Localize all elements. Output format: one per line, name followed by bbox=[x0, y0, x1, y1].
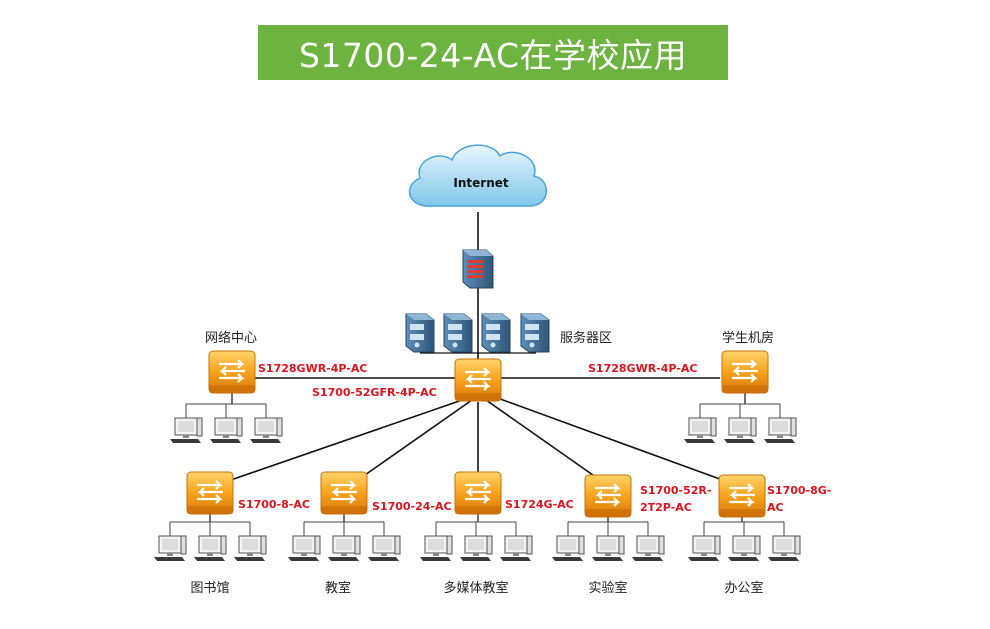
switch-label-office-line1: S1700-8G- bbox=[767, 484, 831, 497]
switch-label-network-center: S1728GWR-4P-AC bbox=[258, 362, 367, 375]
page-title: S1700-24-AC在学校应用 bbox=[298, 35, 688, 75]
switch-label-library: S1700-8-AC bbox=[238, 498, 310, 511]
studentlab-switch-icon bbox=[720, 349, 770, 395]
server-icon bbox=[520, 313, 550, 353]
internet-cloud-icon: Internet bbox=[408, 144, 548, 207]
links bbox=[209, 212, 746, 522]
library-switch-icon bbox=[185, 470, 235, 516]
zone-label-student-lab: 学生机房 bbox=[722, 330, 774, 346]
firewall-icon bbox=[462, 249, 494, 289]
classroom-pc-cluster bbox=[288, 522, 400, 561]
zone-label-classroom: 教室 bbox=[325, 580, 351, 596]
zone-label-network-center: 网络中心 bbox=[205, 330, 257, 346]
link-core-library bbox=[224, 397, 469, 483]
laboratory-switch-icon bbox=[583, 473, 633, 519]
classroom-switch-icon bbox=[319, 470, 369, 516]
netcenter-pc-cluster bbox=[170, 404, 282, 443]
zone-label-office: 办公室 bbox=[724, 580, 763, 596]
switch-label-multimedia: S1724G-AC bbox=[505, 498, 574, 511]
office-switch-icon bbox=[717, 473, 767, 519]
server-icon bbox=[443, 313, 473, 353]
switch-label-laboratory-line1: S1700-52R- bbox=[640, 484, 711, 497]
zone-label-laboratory: 实验室 bbox=[588, 580, 627, 596]
core-switch-icon bbox=[453, 357, 503, 403]
multimedia-pc-cluster bbox=[420, 522, 532, 561]
switch-label-office-line2: AC bbox=[767, 501, 784, 514]
switch-label-student-lab: S1728GWR-4P-AC bbox=[588, 362, 697, 375]
netcenter-switch-icon bbox=[207, 349, 257, 395]
switch-label-core: S1700-52GFR-4P-AC bbox=[312, 386, 437, 399]
title-banner: S1700-24-AC在学校应用 bbox=[258, 25, 728, 80]
office-pc-cluster bbox=[688, 522, 800, 561]
multimedia-switch-icon bbox=[453, 470, 503, 516]
server-icon bbox=[481, 313, 511, 353]
zone-label-library: 图书馆 bbox=[190, 581, 229, 596]
zone-label-server: 服务器区 bbox=[560, 330, 612, 346]
internet-label: Internet bbox=[453, 176, 508, 190]
link-core-classroom bbox=[354, 399, 473, 483]
switch-label-laboratory-line2: 2T2P-AC bbox=[640, 501, 692, 514]
switch-label-classroom: S1700-24-AC bbox=[372, 500, 452, 513]
link-core-laboratory bbox=[485, 399, 601, 481]
zone-label-multimedia: 多媒体教室 bbox=[443, 580, 508, 596]
laboratory-pc-cluster bbox=[552, 522, 664, 561]
library-pc-cluster bbox=[154, 522, 266, 561]
studentlab-pc-cluster bbox=[684, 404, 796, 443]
server-icon bbox=[405, 313, 435, 353]
link-core-office bbox=[491, 395, 729, 483]
